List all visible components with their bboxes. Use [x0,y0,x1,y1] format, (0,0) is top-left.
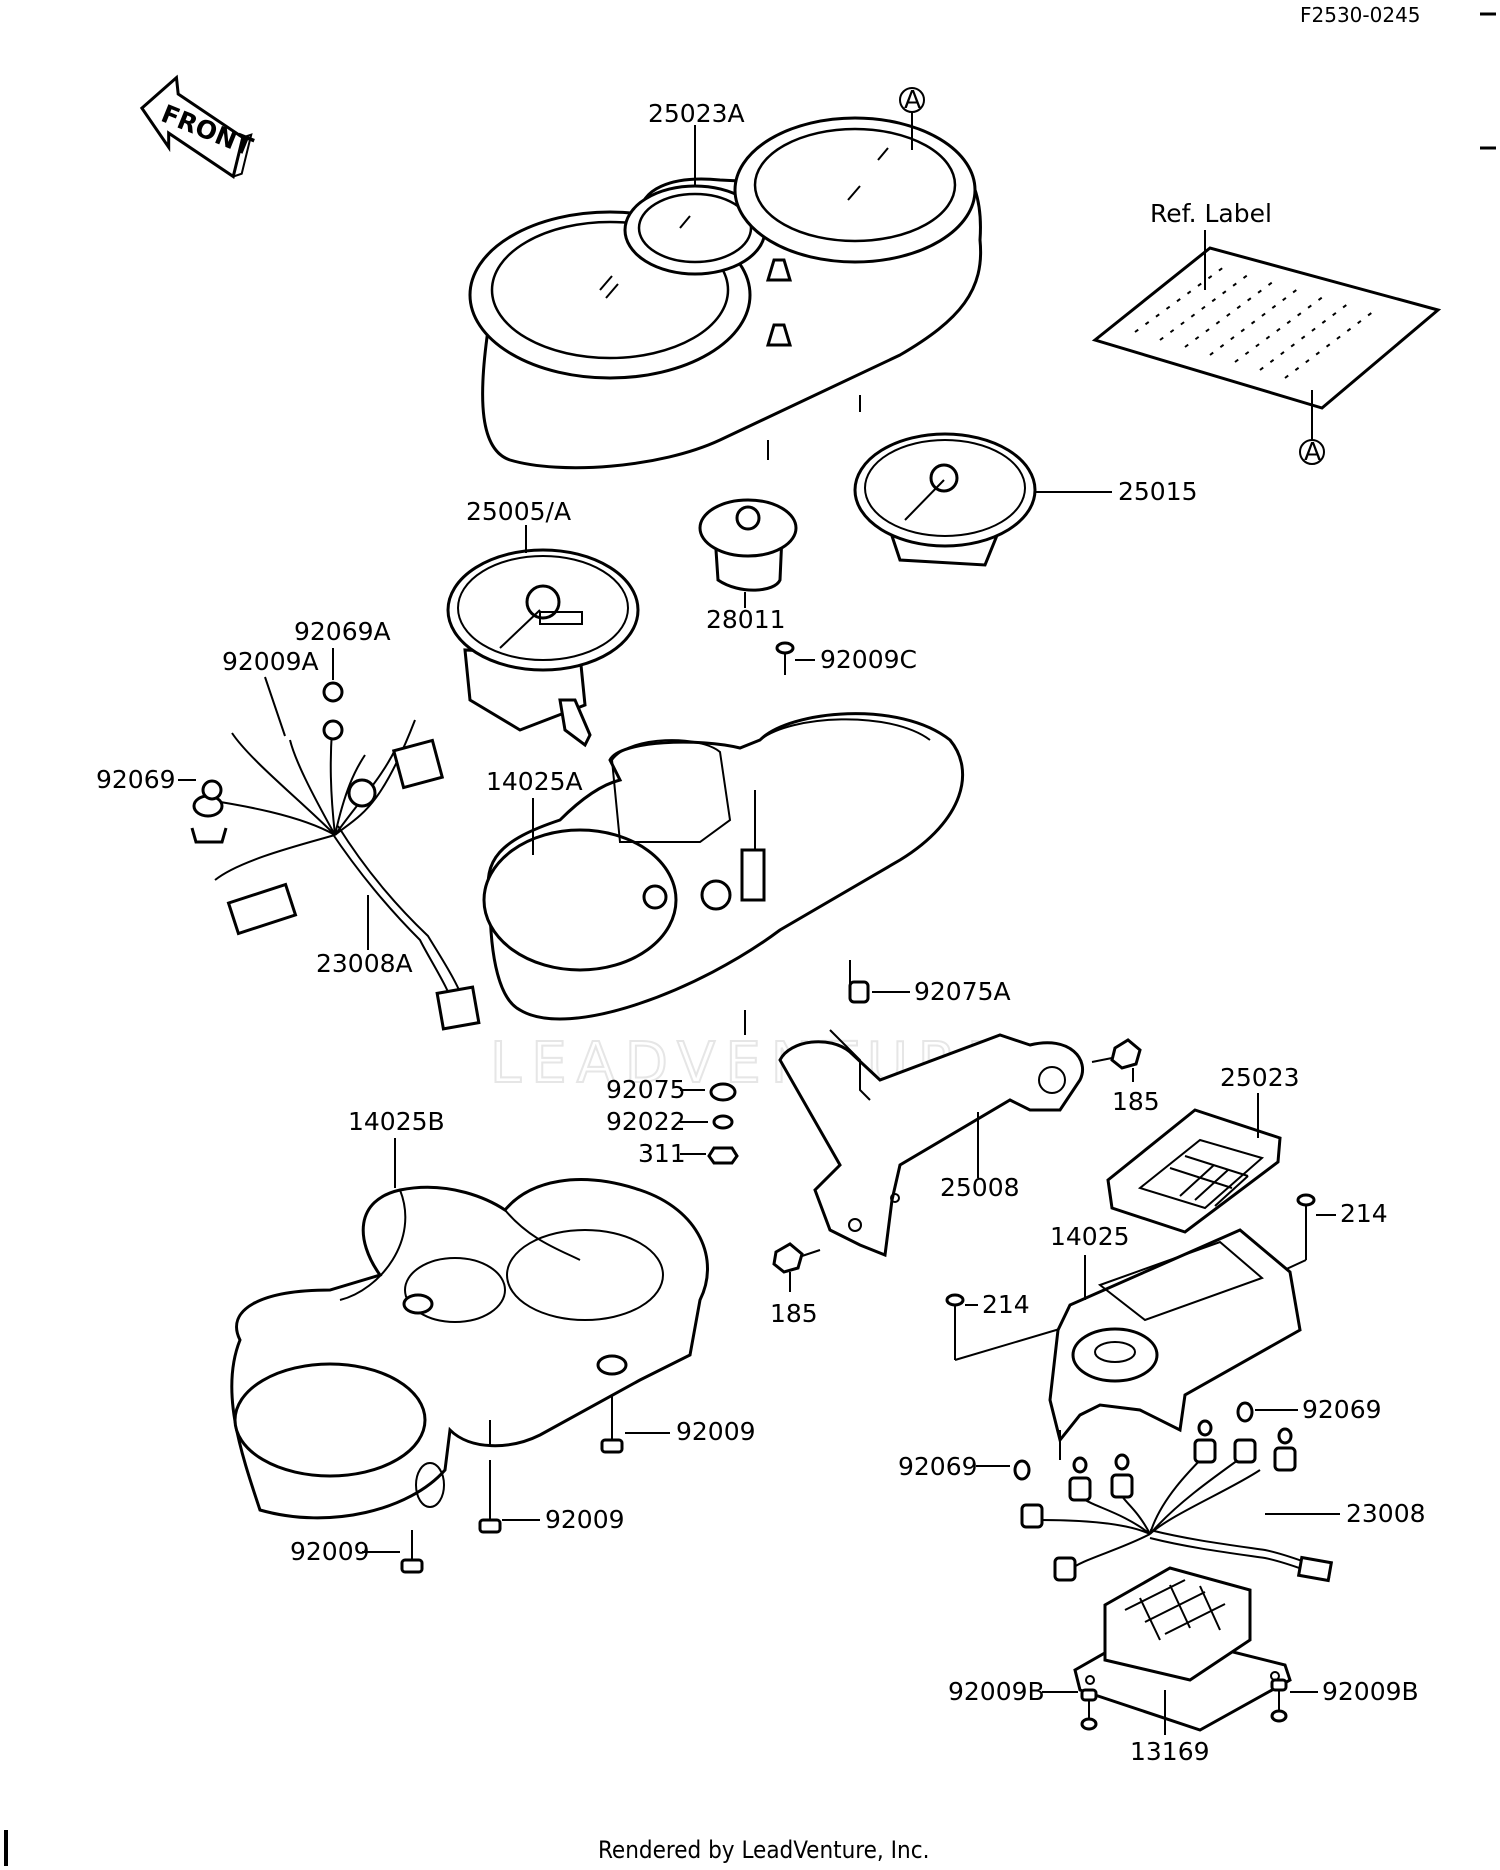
leader-line [264,676,286,737]
part-label-25008: 25008 [940,1173,1020,1202]
wiring-harness-23008A [190,681,481,1031]
ref-label-text: Ref. Label [1150,199,1272,228]
part-label-92069-r1: 92069 [898,1452,978,1481]
screw-92009-a [600,1395,624,1454]
ref-mark-top: A [904,85,921,114]
part-label-92075A: 92075A [914,977,1011,1006]
part-label-25023A: 25023A [648,99,745,128]
lower-cover-14025B [230,1178,709,1520]
grommet-92075A [848,980,870,1004]
part-label-185-bottom: 185 [770,1299,818,1328]
part-label-311: 311 [638,1139,686,1168]
part-label-92069-r2: 92069 [1302,1395,1382,1424]
diagram-code: F2530-0245 [1300,3,1421,27]
screw-214-left [945,1293,965,1345]
part-label-92009-a: 92009 [676,1417,756,1446]
part-label-28011: 28011 [706,605,786,634]
part-label-214-right: 214 [1340,1199,1388,1228]
part-label-92009B-left: 92009B [948,1677,1045,1706]
wiring-harness-23008 [1013,1401,1334,1583]
part-label-14025A: 14025A [486,767,583,796]
part-label-92009-c: 92009 [290,1537,370,1566]
bracket-25008 [778,1029,1084,1258]
screw-92009B-right [1270,1678,1288,1723]
part-label-92069-left: 92069 [96,765,176,794]
front-arrow-icon: FRONT [139,74,257,179]
ref-label-card [1091,246,1442,410]
gauge-25015 [853,432,1037,567]
socket-housing-13169 [1073,1566,1292,1732]
ref-mark-bottom: A [1304,437,1321,466]
part-label-14025B: 14025B [348,1107,445,1136]
part-label-92069A: 92069A [294,617,391,646]
bolt-185-top [1091,1038,1142,1070]
part-label-25023: 25023 [1220,1063,1300,1092]
screw-92009-b [478,1460,502,1534]
screw-92009-c [400,1530,424,1574]
meter-28011 [698,498,798,592]
part-label-92022: 92022 [606,1107,686,1136]
part-label-185-top: 185 [1112,1087,1160,1116]
fastener-stack [707,1082,739,1165]
speedometer-25005A [446,548,640,748]
part-label-92009B-right: 92009B [1322,1677,1419,1706]
part-label-14025: 14025 [1050,1222,1130,1251]
part-label-92075: 92075 [606,1075,686,1104]
part-label-214-left: 214 [982,1290,1030,1319]
meter-cover-25023A [468,116,983,470]
part-label-92009C: 92009C [820,645,917,674]
screw-92009C [775,641,795,675]
footer-credit: Rendered by LeadVenture, Inc. [598,1836,929,1864]
part-label-13169: 13169 [1130,1737,1210,1766]
part-label-25005A: 25005/A [466,497,571,526]
part-label-23008: 23008 [1346,1499,1426,1528]
ref-mark-icon [1299,439,1325,465]
bolt-185-bottom [772,1242,821,1274]
lens-cover-25023 [1106,1108,1282,1234]
meter-case-14025A [482,712,965,1035]
screw-214-right [1296,1193,1316,1240]
part-label-25015: 25015 [1118,477,1198,506]
part-label-92009A: 92009A [222,647,319,676]
part-label-92009-b: 92009 [545,1505,625,1534]
screw-92009B-left [1080,1688,1098,1731]
part-label-23008A: 23008A [316,949,413,978]
indicator-case-14025 [1048,1228,1302,1460]
